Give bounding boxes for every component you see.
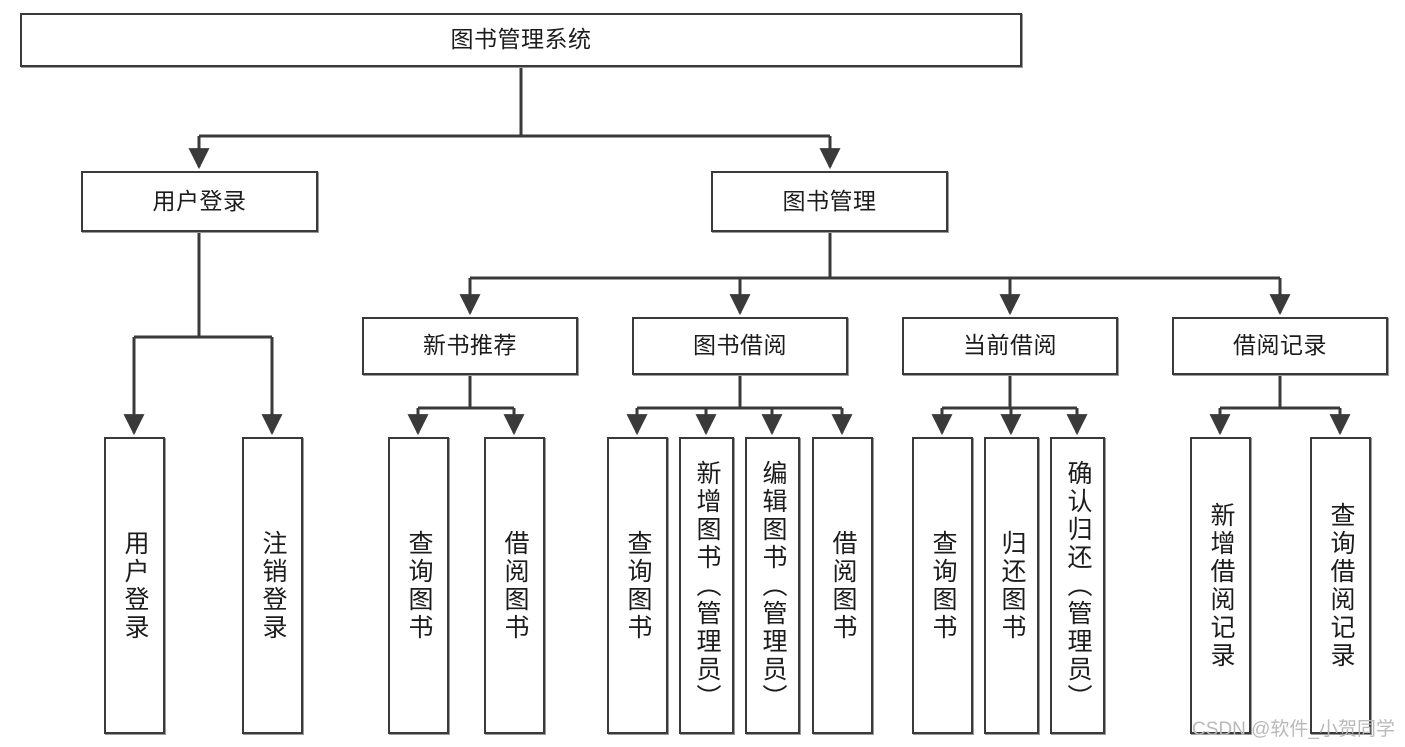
node-borrow-record-label: 借阅记录: [1233, 332, 1327, 359]
node-leaf-query-book-3-label: 查询图书: [929, 529, 957, 642]
node-leaf-add-book[interactable]: 新增图书（管理员）: [679, 437, 734, 734]
node-new-book-rec[interactable]: 新书推荐: [362, 317, 578, 375]
node-leaf-borrow-book-2[interactable]: 借阅图书: [812, 437, 873, 734]
node-leaf-logout[interactable]: 注销登录: [242, 437, 303, 734]
node-leaf-return-book[interactable]: 归还图书: [984, 437, 1039, 734]
node-leaf-query-book-1[interactable]: 查询图书: [388, 437, 449, 734]
node-user-login-label: 用户登录: [152, 187, 247, 214]
node-book-borrow[interactable]: 图书借阅: [632, 317, 848, 375]
node-leaf-borrow-book-1[interactable]: 借阅图书: [484, 437, 545, 734]
node-new-book-rec-label: 新书推荐: [423, 332, 517, 359]
node-leaf-confirm-return-label: 确认归还（管理员）: [1064, 459, 1092, 712]
node-leaf-add-record[interactable]: 新增借阅记录: [1190, 437, 1251, 734]
node-book-manage-label: 图书管理: [782, 187, 877, 214]
node-book-borrow-label: 图书借阅: [693, 332, 787, 359]
csdn-watermark: CSDN @软件_小贺同学: [1192, 719, 1395, 740]
node-leaf-borrow-book-1-label: 借阅图书: [501, 529, 529, 642]
node-leaf-user-login[interactable]: 用户登录: [104, 437, 165, 734]
node-user-login[interactable]: 用户登录: [81, 171, 318, 232]
node-current-borrow-label: 当前借阅: [963, 332, 1057, 359]
node-book-manage[interactable]: 图书管理: [711, 171, 948, 232]
node-leaf-edit-book[interactable]: 编辑图书（管理员）: [745, 437, 800, 734]
node-leaf-confirm-return[interactable]: 确认归还（管理员）: [1050, 437, 1105, 734]
node-leaf-query-record[interactable]: 查询借阅记录: [1310, 437, 1371, 734]
node-current-borrow[interactable]: 当前借阅: [902, 317, 1118, 375]
node-leaf-user-login-label: 用户登录: [121, 529, 149, 642]
node-leaf-add-book-label: 新增图书（管理员）: [693, 459, 721, 712]
node-root-label: 图书管理系统: [450, 26, 592, 53]
node-leaf-query-book-1-label: 查询图书: [405, 529, 433, 642]
node-leaf-add-record-label: 新增借阅记录: [1207, 501, 1235, 670]
node-leaf-query-book-2-label: 查询图书: [624, 529, 652, 642]
node-root[interactable]: 图书管理系统: [20, 13, 1022, 67]
node-leaf-return-book-label: 归还图书: [998, 529, 1026, 642]
node-leaf-borrow-book-2-label: 借阅图书: [829, 529, 857, 642]
node-leaf-query-book-3[interactable]: 查询图书: [912, 437, 973, 734]
node-leaf-query-record-label: 查询借阅记录: [1327, 501, 1355, 670]
node-leaf-logout-label: 注销登录: [259, 529, 287, 642]
node-borrow-record[interactable]: 借阅记录: [1172, 317, 1388, 375]
node-leaf-edit-book-label: 编辑图书（管理员）: [759, 459, 787, 712]
node-leaf-query-book-2[interactable]: 查询图书: [607, 437, 668, 734]
